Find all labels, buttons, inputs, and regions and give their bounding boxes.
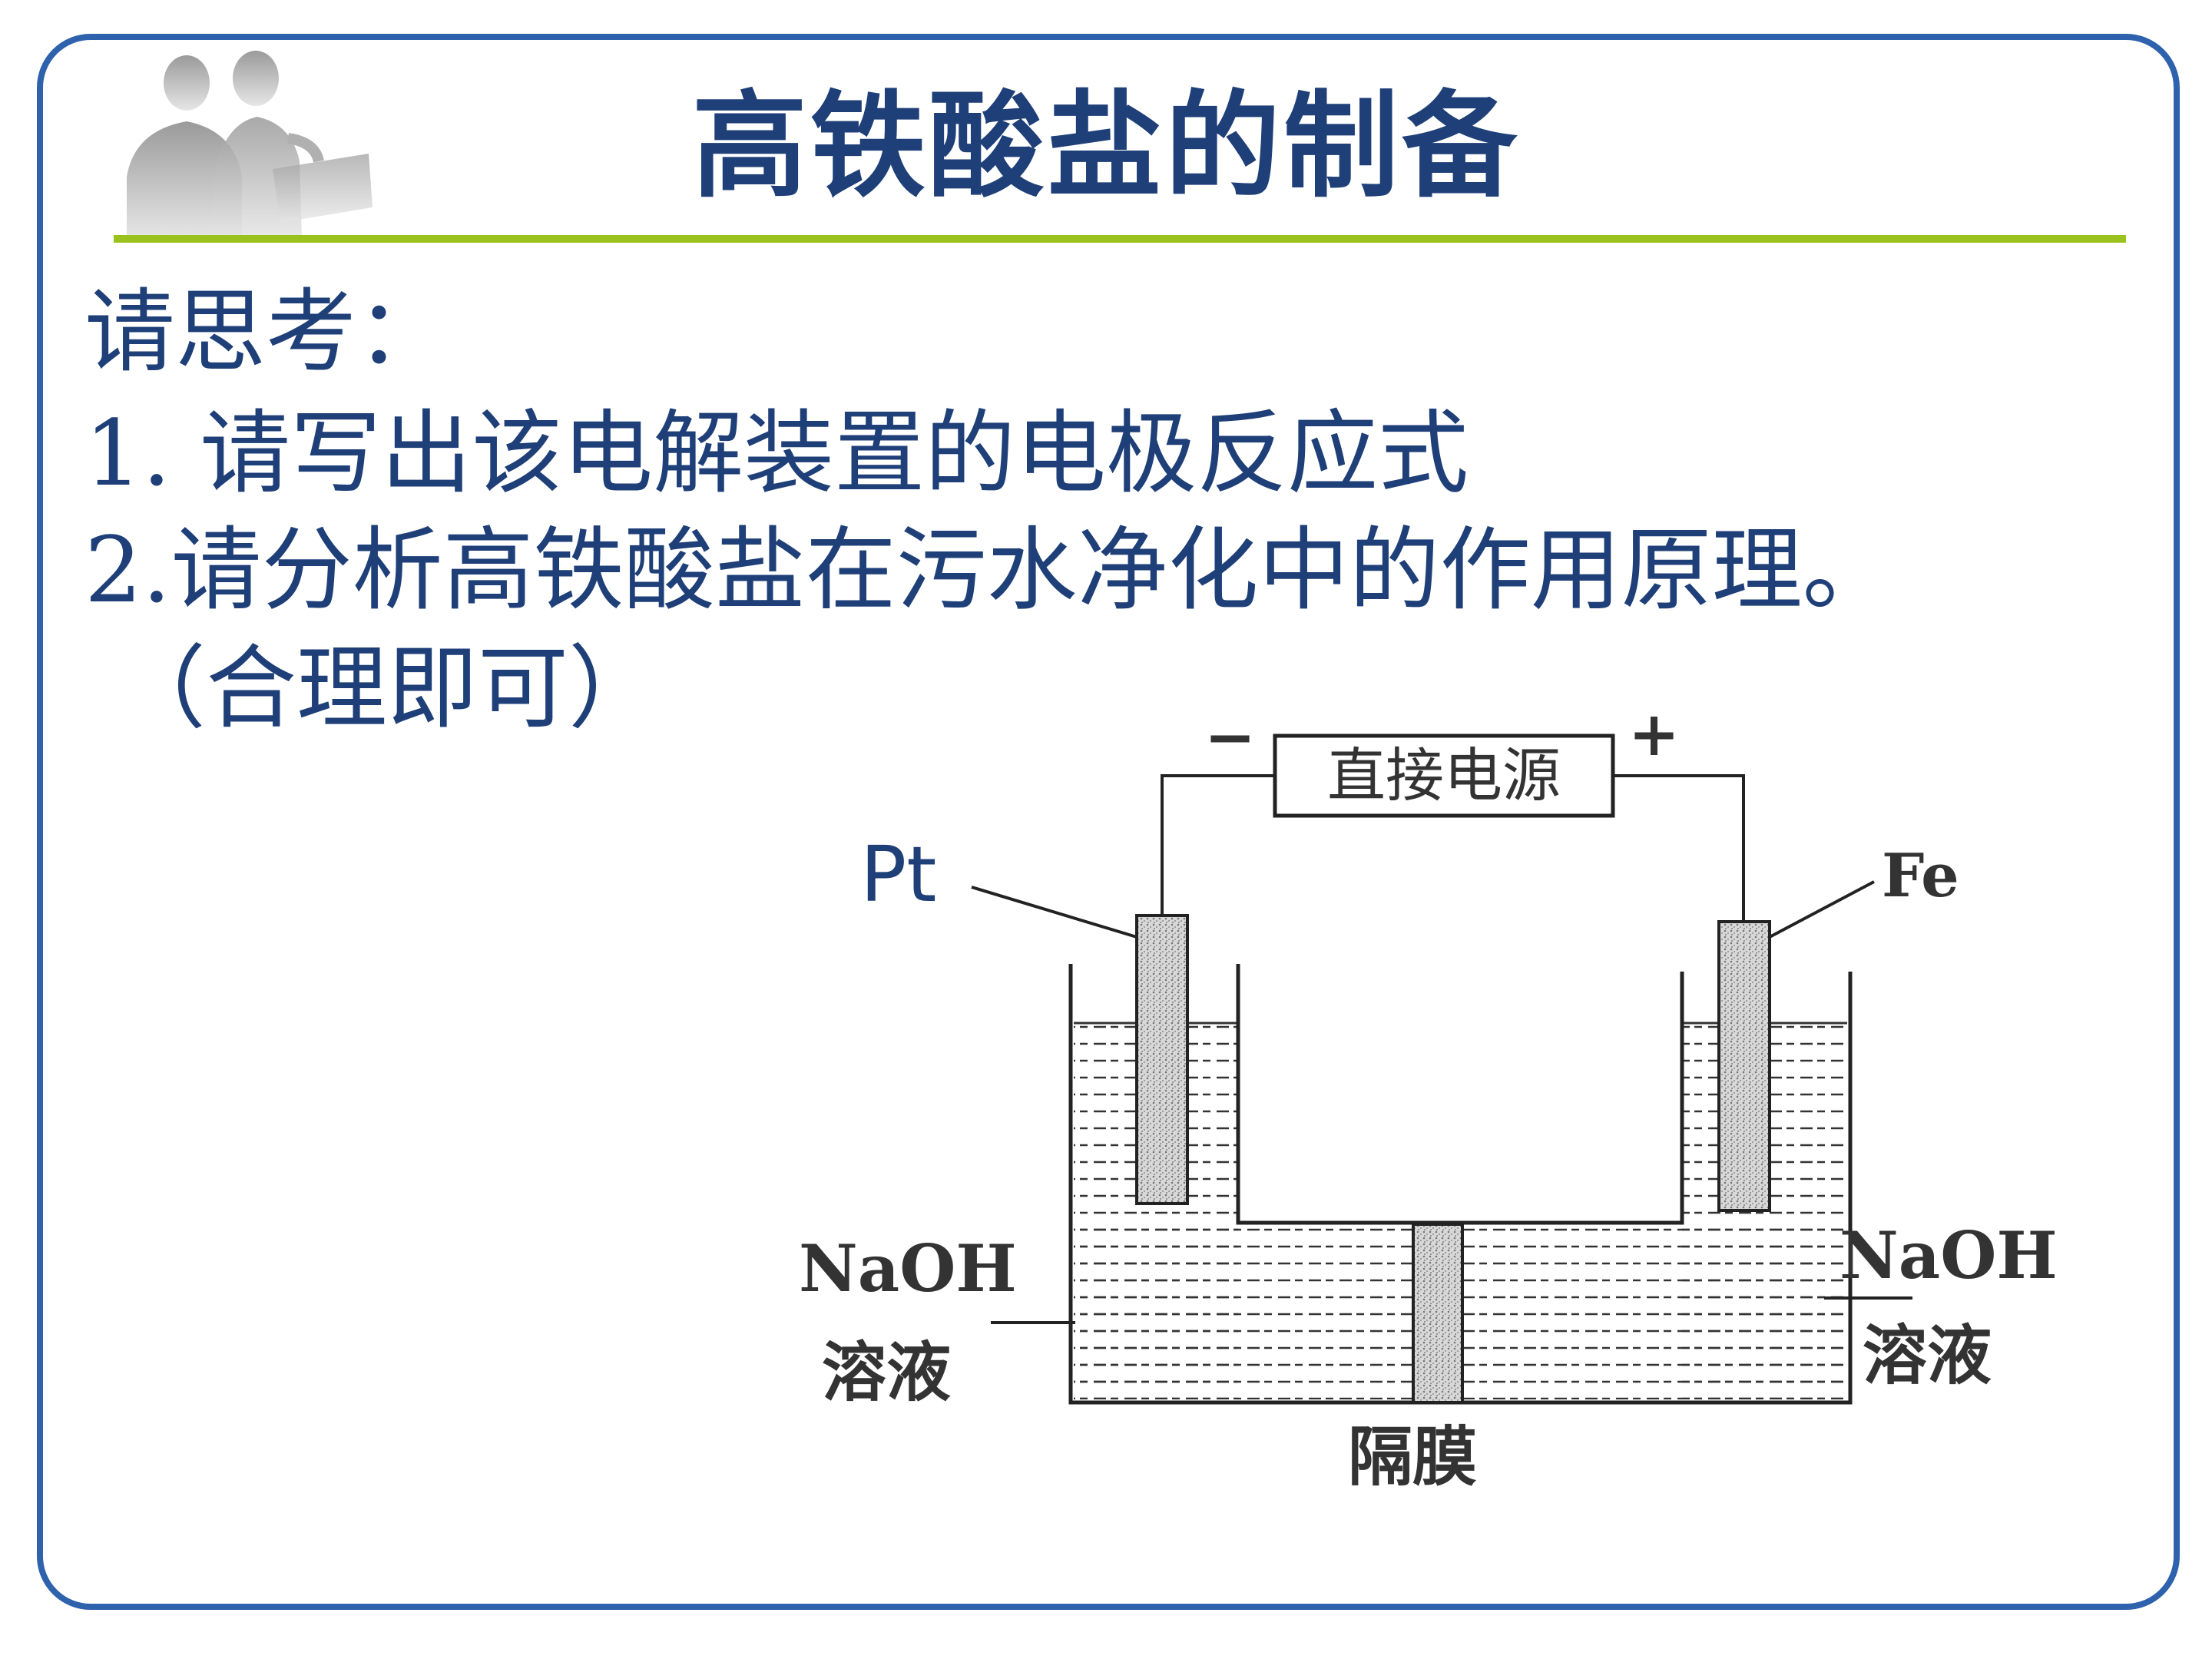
membrane-label: 隔膜	[1348, 1419, 1478, 1495]
positive-terminal-sign: +	[1628, 697, 1681, 770]
question-2-note: （合理即可）	[115, 635, 660, 741]
business-people-silhouette-icon	[127, 51, 373, 238]
pt-electrode-label: Pt	[860, 830, 937, 919]
prompt-heading: 请思考：	[84, 279, 448, 385]
wire-negative	[1161, 774, 1275, 916]
membrane	[1412, 1223, 1464, 1404]
question-1: 1. 请写出该电解装置的电极反应式	[84, 400, 1469, 506]
left-solution-label-word: 溶液	[822, 1334, 952, 1410]
title-underline	[114, 235, 2126, 243]
pt-electrode	[1135, 914, 1189, 1205]
slide-title: 高铁酸盐的制备	[691, 78, 1520, 214]
left-solution-label-formula: NaOH	[799, 1230, 1017, 1306]
power-source-label: 直接电源	[1327, 741, 1561, 810]
negative-terminal-sign: −	[1204, 700, 1257, 773]
right-solution-label-formula: NaOH	[1839, 1217, 2058, 1293]
power-source-box	[1273, 733, 1615, 818]
fe-electrode-label: Fe	[1882, 841, 1959, 911]
right-solution-label-word: 溶液	[1863, 1317, 1992, 1393]
fe-electrode	[1717, 920, 1771, 1212]
slide-frame	[37, 34, 2180, 1610]
question-2: 2.请分析高铁酸盐在污水净化中的作用原理。	[84, 517, 1893, 623]
wire-positive	[1613, 774, 1745, 922]
electrolysis-diagram: 直接电源 − + Pt Fe NaOH 溶液 NaOH 溶液 隔膜	[783, 697, 2104, 1521]
